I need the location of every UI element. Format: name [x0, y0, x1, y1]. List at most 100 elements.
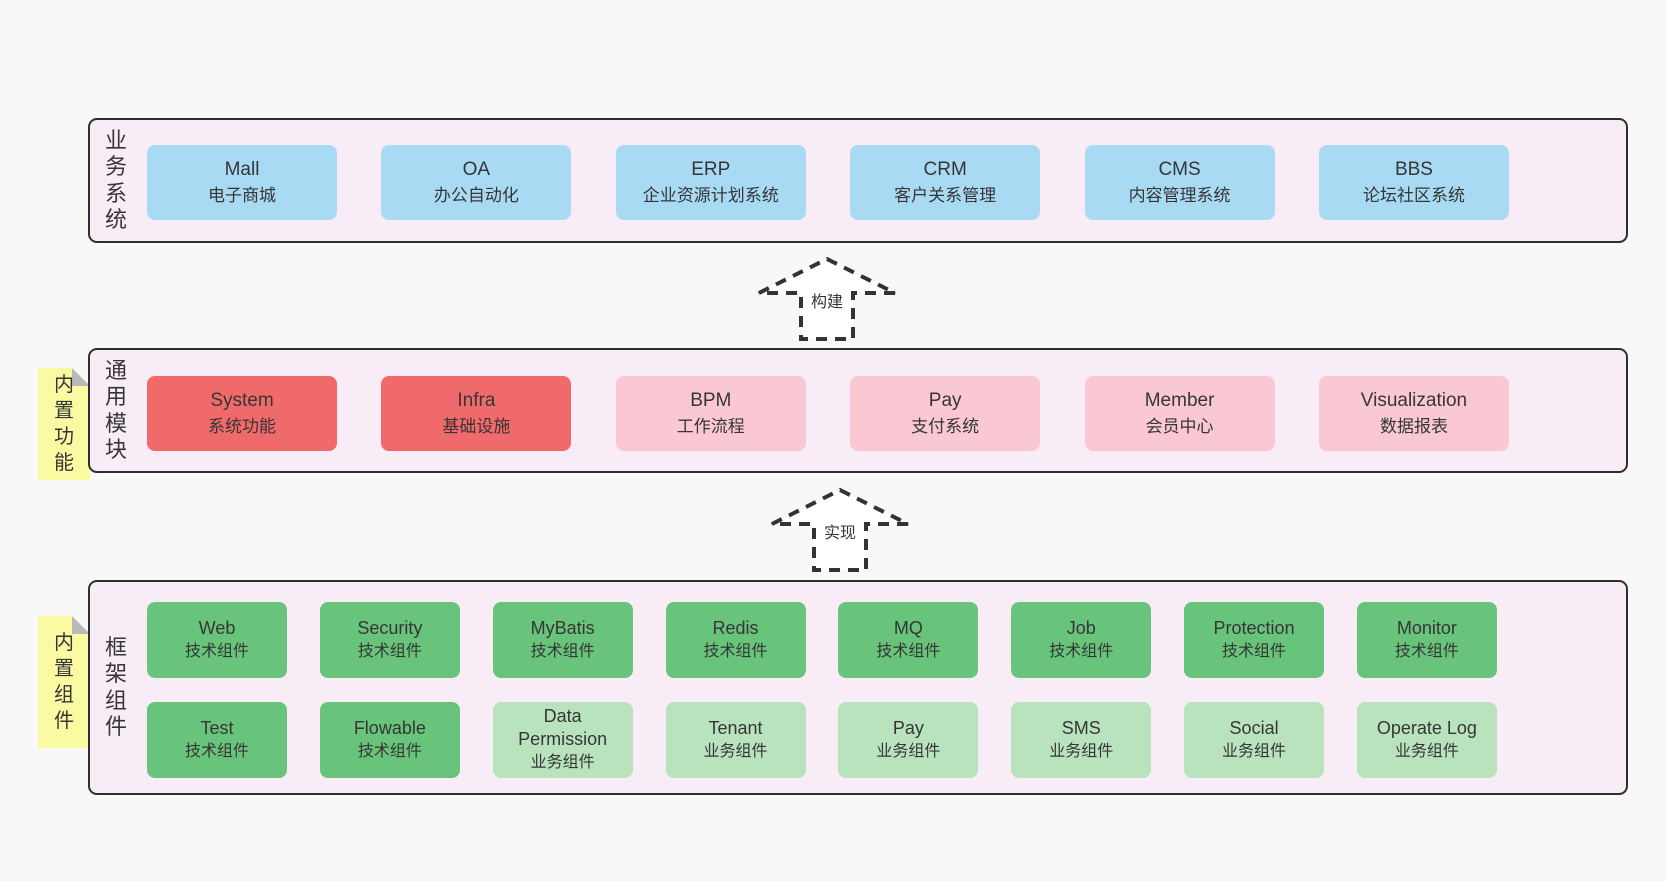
box-crm: CRM 客户关系管理 [850, 145, 1041, 220]
box-name: Social [1229, 717, 1279, 738]
box-data-permission: Data Permission 业务组件 [492, 702, 633, 778]
box-name: Pay [928, 389, 962, 411]
box-mybatis: MyBatis 技术组件 [492, 602, 633, 678]
box-social: Social 业务组件 [1184, 702, 1325, 778]
box-name: Protection [1213, 617, 1295, 638]
box-subtitle: 技术组件 [1394, 642, 1459, 660]
box-subtitle: 基础设施 [442, 416, 511, 436]
box-subtitle: 技术组件 [357, 642, 422, 660]
box-subtitle: 工作流程 [676, 416, 745, 436]
box-name: CMS [1158, 158, 1201, 180]
box-subtitle: 会员中心 [1145, 416, 1214, 436]
box-monitor: Monitor 技术组件 [1356, 602, 1497, 678]
box-subtitle: 技术组件 [184, 642, 249, 660]
panel-business-systems: 业 务 系 统 Mall 电子商城 OA 办公自动化 ERP 企业资源计划系统 … [88, 118, 1628, 243]
box-redis: Redis 技术组件 [665, 602, 806, 678]
panel-framework-components: 框 架 组 件 Web 技术组件 Security 技术组件 MyBatis 技… [88, 580, 1628, 795]
box-subtitle: 业务组件 [1222, 742, 1287, 760]
box-web: Web 技术组件 [147, 602, 287, 678]
box-name: Security [357, 617, 423, 638]
arrow-build-label: 构建 [807, 291, 847, 316]
box-bbs: BBS 论坛社区系统 [1318, 145, 1509, 220]
box-subtitle: 技术组件 [530, 642, 595, 660]
box-sms: SMS 业务组件 [1011, 702, 1152, 778]
box-subtitle: 论坛社区系统 [1362, 185, 1465, 205]
box-subtitle: 业务组件 [1049, 742, 1114, 760]
box-subtitle: 数据报表 [1379, 416, 1448, 436]
box-name: Data Permission [518, 706, 608, 750]
box-subtitle: 业务组件 [876, 742, 941, 760]
box-subtitle: 办公自动化 [433, 185, 519, 205]
box-job: Job 技术组件 [1011, 602, 1152, 678]
box-tenant: Tenant 业务组件 [665, 702, 806, 778]
box-name: MQ [893, 617, 923, 638]
box-subtitle: 系统功能 [208, 416, 276, 436]
box-name: Job [1066, 617, 1096, 638]
panel-common-modules: 通 用 模 块 System 系统功能 Infra 基础设施 BPM 工作流程 … [88, 348, 1628, 473]
box-subtitle: 业务组件 [1394, 742, 1459, 760]
box-name: System [210, 389, 274, 411]
box-name: Member [1144, 389, 1215, 411]
box-member: Member 会员中心 [1084, 376, 1275, 451]
box-erp: ERP 企业资源计划系统 [615, 145, 806, 220]
box-infra: Infra 基础设施 [381, 376, 572, 451]
box-name: BBS [1394, 158, 1433, 180]
box-visualization: Visualization 数据报表 [1318, 376, 1509, 451]
box-name: Visualization [1360, 389, 1468, 411]
box-name: Web [198, 617, 236, 638]
framework-box-row-2: Test 技术组件 Flowable 技术组件 Data Permission … [147, 702, 1497, 778]
box-name: SMS [1061, 717, 1101, 738]
box-name: ERP [691, 158, 731, 180]
box-name: BPM [690, 389, 732, 411]
panel-modules-title: 通 用 模 块 [104, 357, 127, 463]
box-subtitle: 企业资源计划系统 [642, 185, 779, 205]
box-subtitle: 技术组件 [703, 642, 768, 660]
box-operate-log: Operate Log 业务组件 [1356, 702, 1497, 778]
sticky-label: 内 置 功 能 [54, 374, 74, 474]
box-security: Security 技术组件 [319, 602, 460, 678]
box-pay-component: Pay 业务组件 [838, 702, 979, 778]
box-name: Monitor [1396, 617, 1457, 638]
box-name: Pay [892, 717, 924, 738]
box-system: System 系统功能 [147, 376, 337, 451]
box-subtitle: 客户关系管理 [894, 185, 997, 205]
box-mall: Mall 电子商城 [147, 145, 337, 220]
arrow-build: 构建 [757, 257, 897, 341]
box-subtitle: 技术组件 [876, 642, 941, 660]
box-name: MyBatis [530, 617, 595, 638]
box-name: OA [462, 158, 491, 180]
sticky-built-in-features: 内 置 功 能 [38, 368, 90, 480]
box-name: Flowable [353, 717, 426, 738]
business-box-row: Mall 电子商城 OA 办公自动化 ERP 企业资源计划系统 CRM 客户关系… [147, 145, 1509, 220]
modules-box-row: System 系统功能 Infra 基础设施 BPM 工作流程 Pay 支付系统… [147, 376, 1509, 451]
box-flowable: Flowable 技术组件 [319, 702, 460, 778]
box-cms: CMS 内容管理系统 [1084, 145, 1275, 220]
sticky-label: 内 置 组 件 [54, 632, 74, 732]
box-pay: Pay 支付系统 [850, 376, 1041, 451]
box-name: Operate Log [1376, 717, 1477, 738]
framework-box-row-1: Web 技术组件 Security 技术组件 MyBatis 技术组件 Redi… [147, 602, 1497, 678]
box-subtitle: 支付系统 [911, 416, 980, 436]
arrow-implement-label: 实现 [820, 522, 860, 547]
sticky-built-in-components: 内 置 组 件 [38, 616, 90, 748]
box-name: Test [200, 717, 234, 738]
box-mq: MQ 技术组件 [838, 602, 979, 678]
box-name: CRM [923, 158, 967, 180]
box-subtitle: 技术组件 [184, 742, 249, 760]
box-oa: OA 办公自动化 [381, 145, 572, 220]
box-name: Mall [224, 158, 260, 180]
box-subtitle: 技术组件 [1222, 642, 1287, 660]
box-subtitle: 技术组件 [1049, 642, 1114, 660]
box-subtitle: 业务组件 [530, 754, 595, 772]
box-subtitle: 业务组件 [703, 742, 768, 760]
panel-framework-title: 框 架 组 件 [104, 634, 127, 740]
box-name: Tenant [708, 717, 763, 738]
box-name: Redis [712, 617, 759, 638]
arrow-implement: 实现 [770, 488, 910, 572]
box-subtitle: 技术组件 [357, 742, 422, 760]
box-subtitle: 电子商城 [208, 185, 276, 205]
panel-business-title: 业 务 系 统 [104, 127, 127, 233]
box-subtitle: 内容管理系统 [1128, 185, 1231, 205]
box-bpm: BPM 工作流程 [615, 376, 806, 451]
